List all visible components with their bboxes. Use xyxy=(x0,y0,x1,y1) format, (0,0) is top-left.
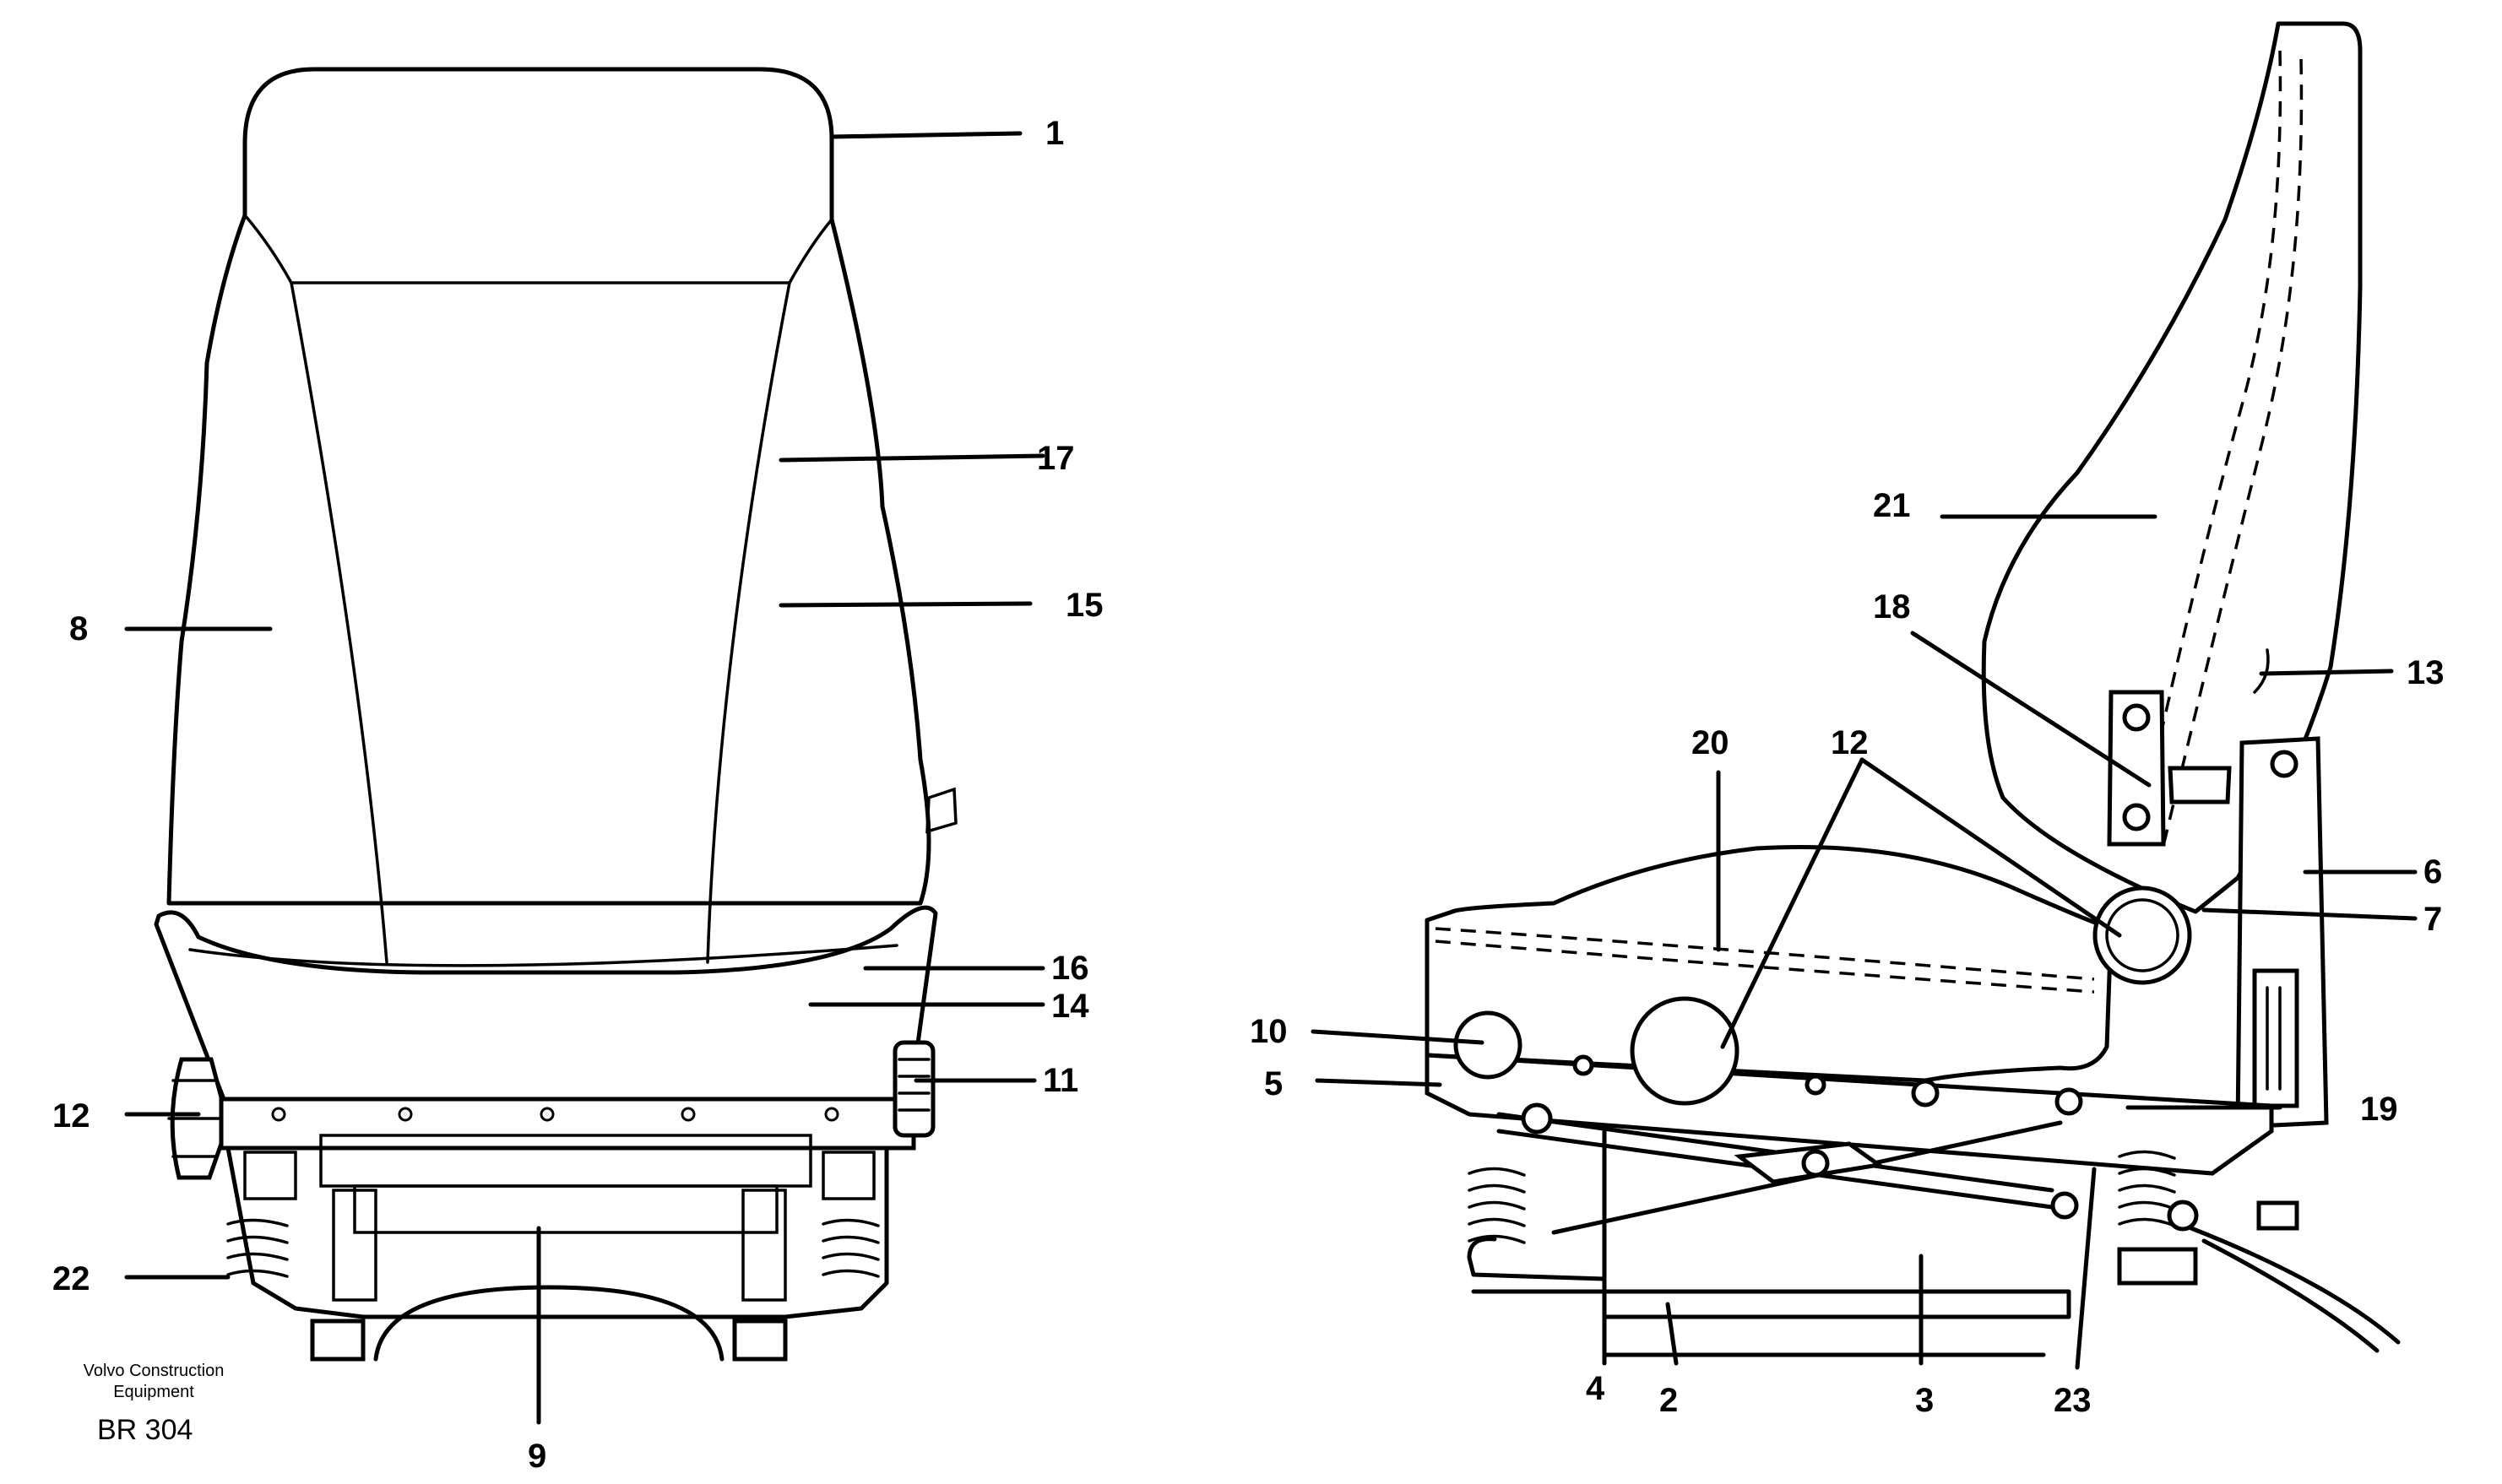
side-backrest-outline xyxy=(1981,21,2363,914)
callout-19: 19 xyxy=(2360,1091,2398,1128)
callout-2: 2 xyxy=(1659,1382,1678,1419)
side-left-spring xyxy=(1468,1167,1526,1244)
ribbed-adjust-handle xyxy=(893,1040,936,1138)
company-name-line2: Equipment xyxy=(113,1383,194,1401)
front-view-callouts: 1 17 8 15 16 14 11 12 22 9 xyxy=(52,115,1104,1475)
slide-rail xyxy=(1471,1289,2071,1319)
side-right-spring xyxy=(2118,1150,2176,1227)
callout-10: 10 xyxy=(1250,1013,1288,1050)
seat-cushion-outline xyxy=(154,905,938,1102)
side-view-callouts: 21 18 13 20 12 6 7 10 5 19 4 2 3 23 xyxy=(1250,487,2445,1419)
front-right-spring xyxy=(822,1218,880,1278)
callout-8: 8 xyxy=(69,610,88,647)
side-cushion-outline xyxy=(1425,844,2114,1083)
callout-14: 14 xyxy=(1051,988,1089,1025)
company-name-line1: Volvo Construction xyxy=(84,1362,225,1380)
callout-20: 20 xyxy=(1691,724,1729,761)
height-knob xyxy=(1453,1010,1522,1080)
callout-13: 13 xyxy=(2407,654,2445,691)
right-foot-bracket xyxy=(732,1319,788,1362)
front-suspension-frame xyxy=(225,1145,889,1319)
recline-knob xyxy=(2092,886,2192,985)
front-view-seat xyxy=(154,67,958,1362)
front-left-spring xyxy=(226,1218,289,1278)
left-foot-bracket xyxy=(310,1319,366,1362)
harness-cable xyxy=(2189,1226,2401,1345)
callout-16: 16 xyxy=(1051,950,1089,987)
callout-6: 6 xyxy=(2423,853,2442,891)
callout-23: 23 xyxy=(2054,1382,2092,1419)
recline-bracket xyxy=(2107,690,2166,847)
callout-12-side: 12 xyxy=(1831,724,1869,761)
callout-5: 5 xyxy=(1264,1065,1283,1102)
drawing-credit: Volvo Construction Equipment BR 304 xyxy=(84,1362,225,1446)
drawing-code: BR 304 xyxy=(97,1414,193,1446)
callout-9: 9 xyxy=(528,1438,546,1475)
leader-lines xyxy=(124,131,2418,1425)
callout-12-front: 12 xyxy=(52,1097,90,1135)
callout-22: 22 xyxy=(52,1260,90,1297)
callout-4: 4 xyxy=(1586,1370,1605,1407)
callout-11: 11 xyxy=(1043,1062,1078,1099)
callout-21: 21 xyxy=(1873,487,1911,524)
info-label-plate xyxy=(2252,968,2299,1108)
callout-1: 1 xyxy=(1045,115,1064,152)
side-view-seat xyxy=(1425,21,2401,1357)
callout-15: 15 xyxy=(1066,587,1104,624)
callout-17: 17 xyxy=(1037,440,1075,477)
backrest-outline xyxy=(166,67,931,906)
callout-7: 7 xyxy=(2423,901,2442,938)
callout-3: 3 xyxy=(1915,1382,1934,1419)
weight-adjust-knob xyxy=(1630,996,1739,1106)
callout-18: 18 xyxy=(1873,588,1911,626)
